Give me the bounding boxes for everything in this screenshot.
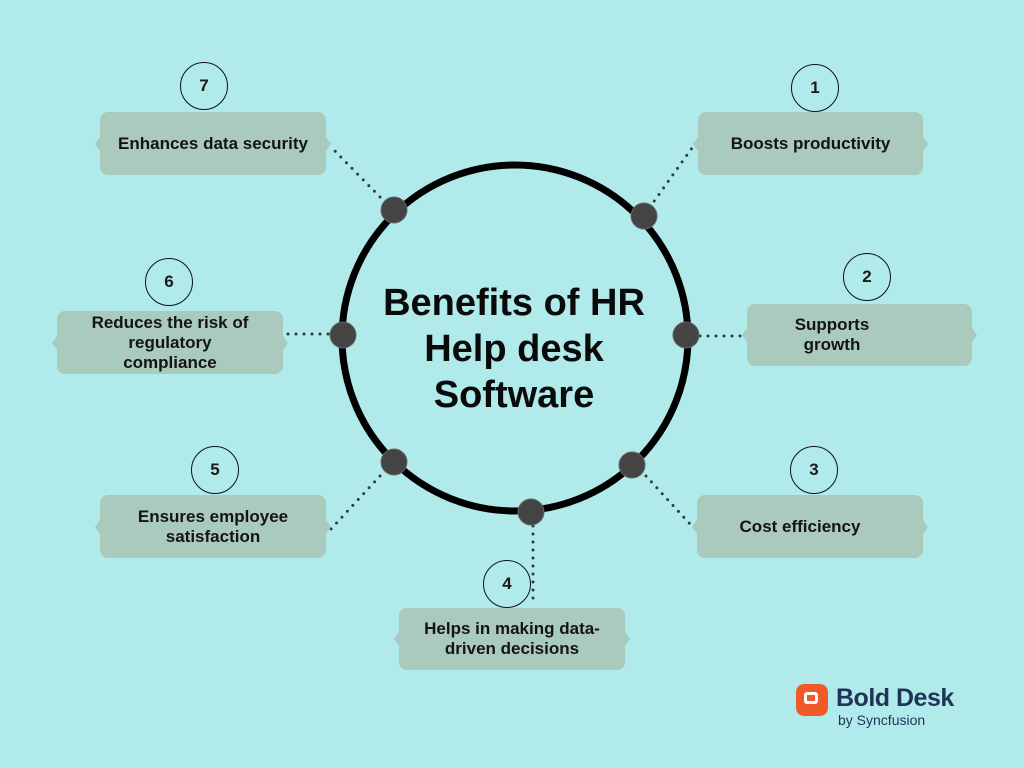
benefit-card-2: Supports growth — [747, 304, 972, 366]
benefit-label-6-line-3: compliance — [123, 352, 217, 372]
benefit-card-5: Ensures employee satisfaction — [100, 495, 326, 558]
logo-name: Bold Desk — [836, 684, 954, 712]
benefit-card-4: Helps in making data- driven decisions — [399, 608, 625, 670]
diagram-title: Benefits of HR Help desk Software — [352, 280, 676, 418]
benefit-label-4-line-2: driven decisions — [444, 639, 580, 658]
benefit-number-7: 7 — [180, 62, 228, 110]
node-2 — [672, 321, 700, 349]
node-3 — [618, 451, 646, 479]
benefit-card-6: Reduces the risk of regulatory complianc… — [57, 311, 283, 374]
benefit-label-3: Cost efficiency — [739, 516, 861, 536]
benefit-number-2: 2 — [843, 253, 891, 301]
logo-subtitle: by Syncfusion — [838, 712, 926, 728]
title-line-2: Help desk — [424, 328, 604, 370]
bolddesk-logo: Bold Desk by Syncfusion — [796, 684, 954, 728]
benefit-card-3: Cost efficiency — [697, 495, 923, 558]
node-1 — [630, 202, 658, 230]
title-line-1: Benefits of HR — [383, 282, 645, 324]
benefit-label-7: Enhances data security — [118, 133, 308, 153]
benefit-number-4: 4 — [483, 560, 531, 608]
node-4 — [517, 498, 545, 526]
chat-bubble-icon — [796, 684, 828, 716]
benefit-card-1: Boosts productivity — [698, 112, 923, 175]
benefit-label-6-line-2: regulatory — [128, 332, 212, 352]
connector-5 — [328, 474, 382, 532]
benefit-number-3: 3 — [790, 446, 838, 494]
benefit-number-6: 6 — [145, 258, 193, 306]
benefit-label-2-line-2: growth — [803, 335, 861, 354]
node-6 — [329, 321, 357, 349]
benefit-label-5-line-2: satisfaction — [165, 526, 261, 546]
benefit-number-1: 1 — [791, 64, 839, 112]
benefit-label-6-line-1: Reduces the risk of — [91, 312, 249, 332]
benefit-label-2-line-1: Supports — [794, 315, 870, 334]
node-5 — [380, 448, 408, 476]
connector-7 — [330, 146, 382, 199]
benefit-label-5-line-1: Ensures employee — [137, 506, 289, 526]
benefit-label-1: Boosts productivity — [730, 133, 891, 153]
node-7 — [380, 196, 408, 224]
connector-3 — [644, 474, 692, 526]
benefit-number-5: 5 — [191, 446, 239, 494]
benefit-card-7: Enhances data security — [100, 112, 326, 175]
benefit-label-4-line-1: Helps in making data- — [424, 619, 600, 638]
connector-1 — [643, 146, 694, 216]
title-line-3: Software — [433, 374, 595, 416]
